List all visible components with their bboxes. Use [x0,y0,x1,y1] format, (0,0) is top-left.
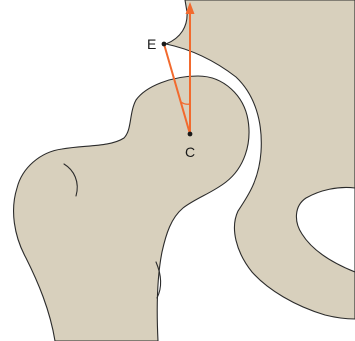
edge-point-label: E [147,36,156,52]
center-point-label: C [185,144,195,160]
edge-point [162,42,167,47]
femur-bone [14,76,249,341]
center-point [188,132,193,137]
